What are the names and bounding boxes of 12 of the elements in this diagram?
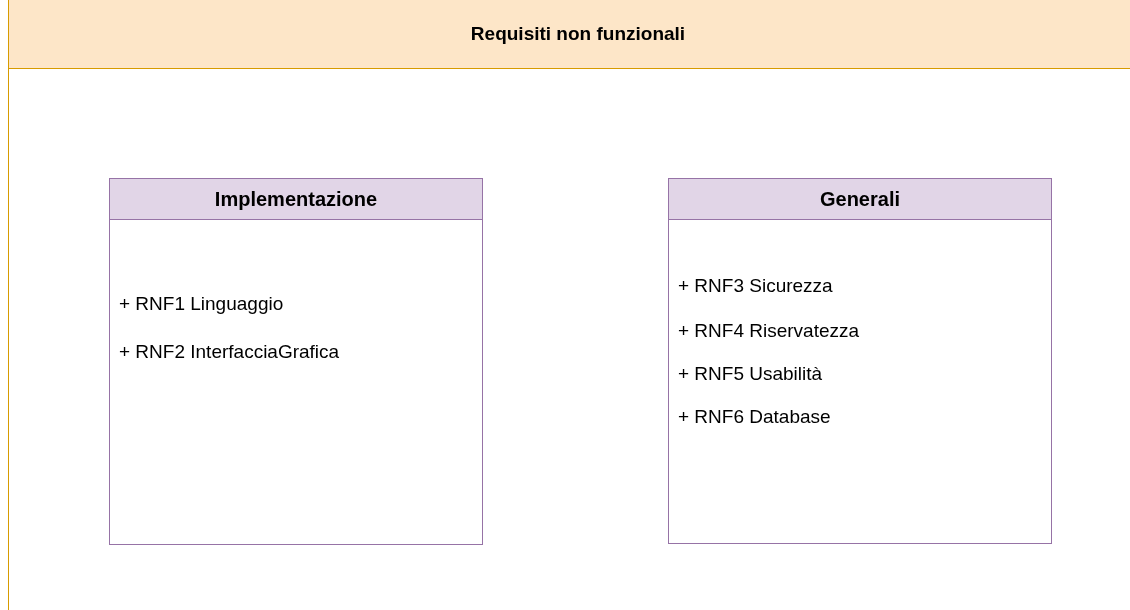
attribute-text: + RNF6 Database xyxy=(678,406,831,428)
class-name: Implementazione xyxy=(214,187,378,211)
package-title: Requisiti non funzionali xyxy=(470,23,686,45)
attribute-text: + RNF3 Sicurezza xyxy=(678,275,833,297)
class-name: Generali xyxy=(819,187,900,211)
package-frame xyxy=(8,0,1130,610)
attribute-text: + RNF1 Linguaggio xyxy=(119,293,284,315)
attribute-text: + RNF2 InterfacciaGrafica xyxy=(119,341,340,363)
class-box xyxy=(668,178,1052,544)
attribute-text: + RNF5 Usabilità xyxy=(678,363,823,385)
class-box xyxy=(109,178,483,545)
attribute-text: + RNF4 Riservatezza xyxy=(678,320,860,342)
